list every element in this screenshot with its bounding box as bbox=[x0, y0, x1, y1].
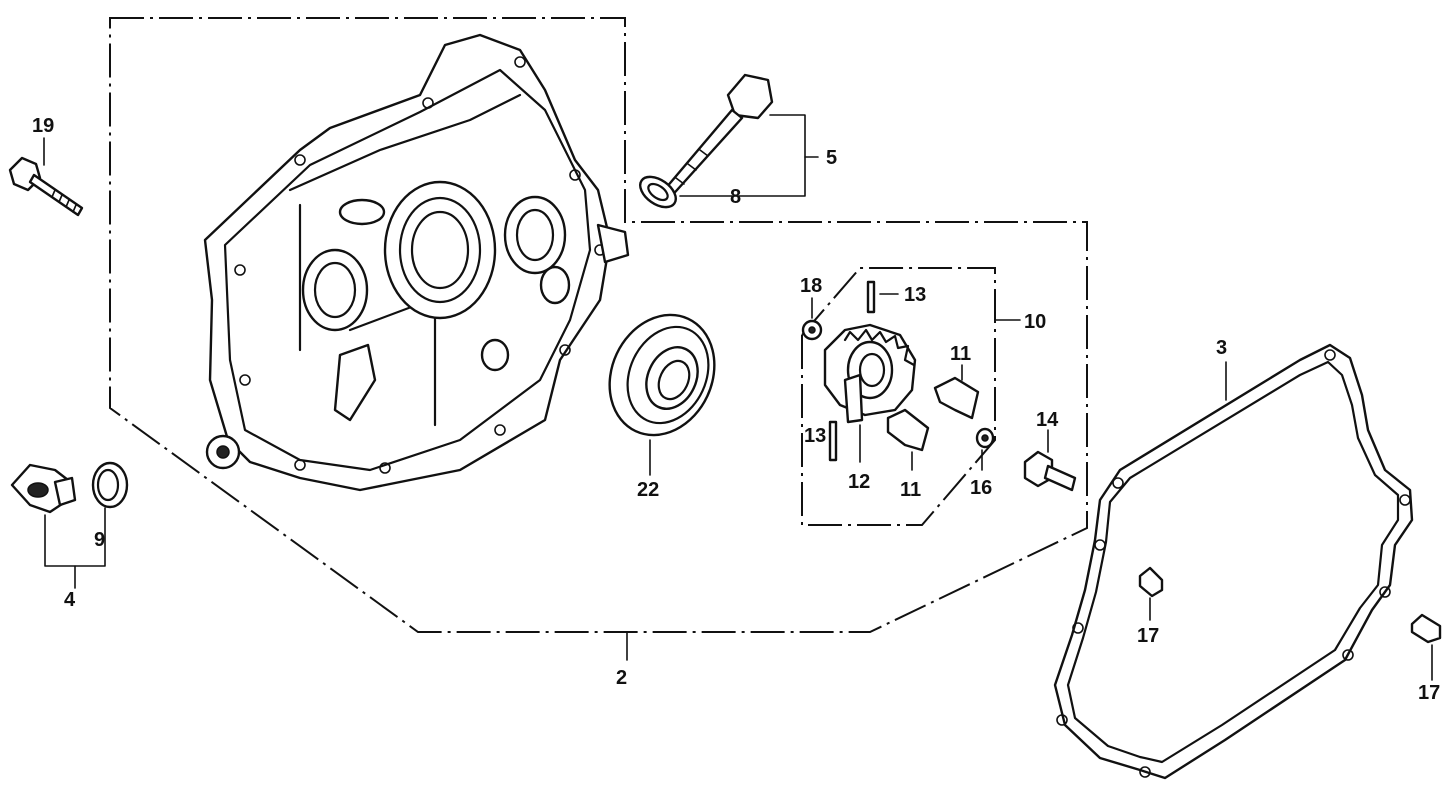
leader-4-9 bbox=[44, 507, 106, 589]
callout-22: 22 bbox=[637, 479, 660, 501]
dowel-pin-17-inner bbox=[1138, 566, 1164, 621]
governor-group-10 bbox=[801, 267, 1021, 526]
dowel-pin-17-outer bbox=[1410, 613, 1442, 681]
governor-gear-12 bbox=[823, 323, 917, 463]
pin-13-lower bbox=[828, 420, 838, 462]
callout-11-lower: 11 bbox=[900, 479, 922, 501]
callout-11-upper: 11 bbox=[950, 343, 972, 365]
callout-17-outer: 17 bbox=[1418, 682, 1441, 704]
washer-18 bbox=[801, 297, 823, 341]
callout-2: 2 bbox=[616, 667, 628, 689]
callout-8: 8 bbox=[730, 186, 742, 208]
callout-13-lower: 13 bbox=[804, 425, 827, 447]
oil-filler-cap-4 bbox=[10, 463, 77, 514]
assembly-outline-2 bbox=[109, 17, 1088, 661]
o-ring-8 bbox=[639, 175, 677, 209]
callout-9: 9 bbox=[94, 529, 106, 551]
callout-10: 10 bbox=[1024, 311, 1047, 333]
governor-weight-11-upper bbox=[933, 364, 980, 420]
pin-13-top bbox=[866, 280, 899, 314]
callout-5: 5 bbox=[826, 147, 838, 169]
callout-13-upper: 13 bbox=[904, 284, 927, 306]
callout-18: 18 bbox=[800, 275, 823, 297]
leader-5-8 bbox=[679, 114, 819, 197]
bolt-19 bbox=[8, 137, 84, 217]
callout-17-inner: 17 bbox=[1137, 625, 1160, 647]
callout-14: 14 bbox=[1036, 409, 1059, 431]
washer-16 bbox=[975, 427, 995, 471]
crankcase-cover bbox=[203, 33, 630, 492]
gasket-3 bbox=[1053, 343, 1414, 780]
callout-4: 4 bbox=[64, 589, 76, 611]
governor-weight-11-lower bbox=[886, 408, 930, 471]
o-ring-9 bbox=[91, 461, 129, 509]
callout-16: 16 bbox=[970, 477, 993, 499]
bearing-22 bbox=[608, 313, 716, 476]
callout-12: 12 bbox=[848, 471, 871, 493]
callout-3: 3 bbox=[1216, 337, 1228, 359]
bolt-14 bbox=[1023, 429, 1077, 492]
dipstick-5 bbox=[658, 73, 774, 202]
callout-19: 19 bbox=[32, 115, 55, 137]
